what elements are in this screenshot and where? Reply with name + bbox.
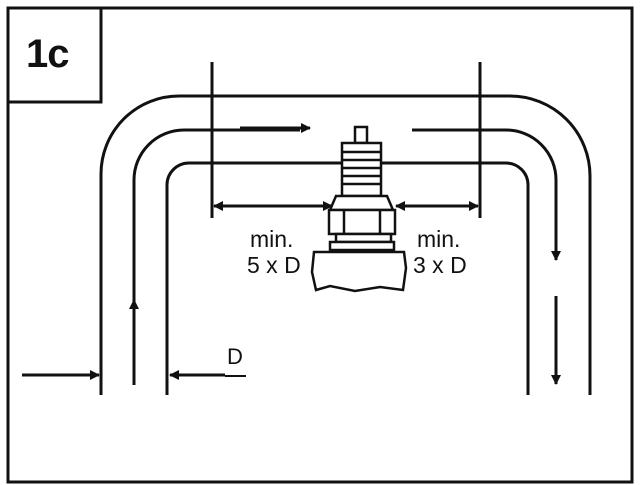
figure-label-box xyxy=(8,6,103,104)
downstream-min-label: min. xyxy=(417,226,461,252)
outer-frame xyxy=(6,6,634,484)
upstream-min-label: min. xyxy=(250,226,294,252)
figure-label: 1c xyxy=(26,32,69,76)
upstream-multiplier-label: 5 x D xyxy=(247,252,301,278)
diameter-label: D xyxy=(227,344,243,369)
flow-line-downstream xyxy=(412,128,558,258)
downstream-multiplier-label: 3 x D xyxy=(413,252,467,278)
sensor-icon xyxy=(310,125,408,293)
pipe-outer-wall xyxy=(99,94,592,395)
flow-line-upstream xyxy=(132,128,300,385)
